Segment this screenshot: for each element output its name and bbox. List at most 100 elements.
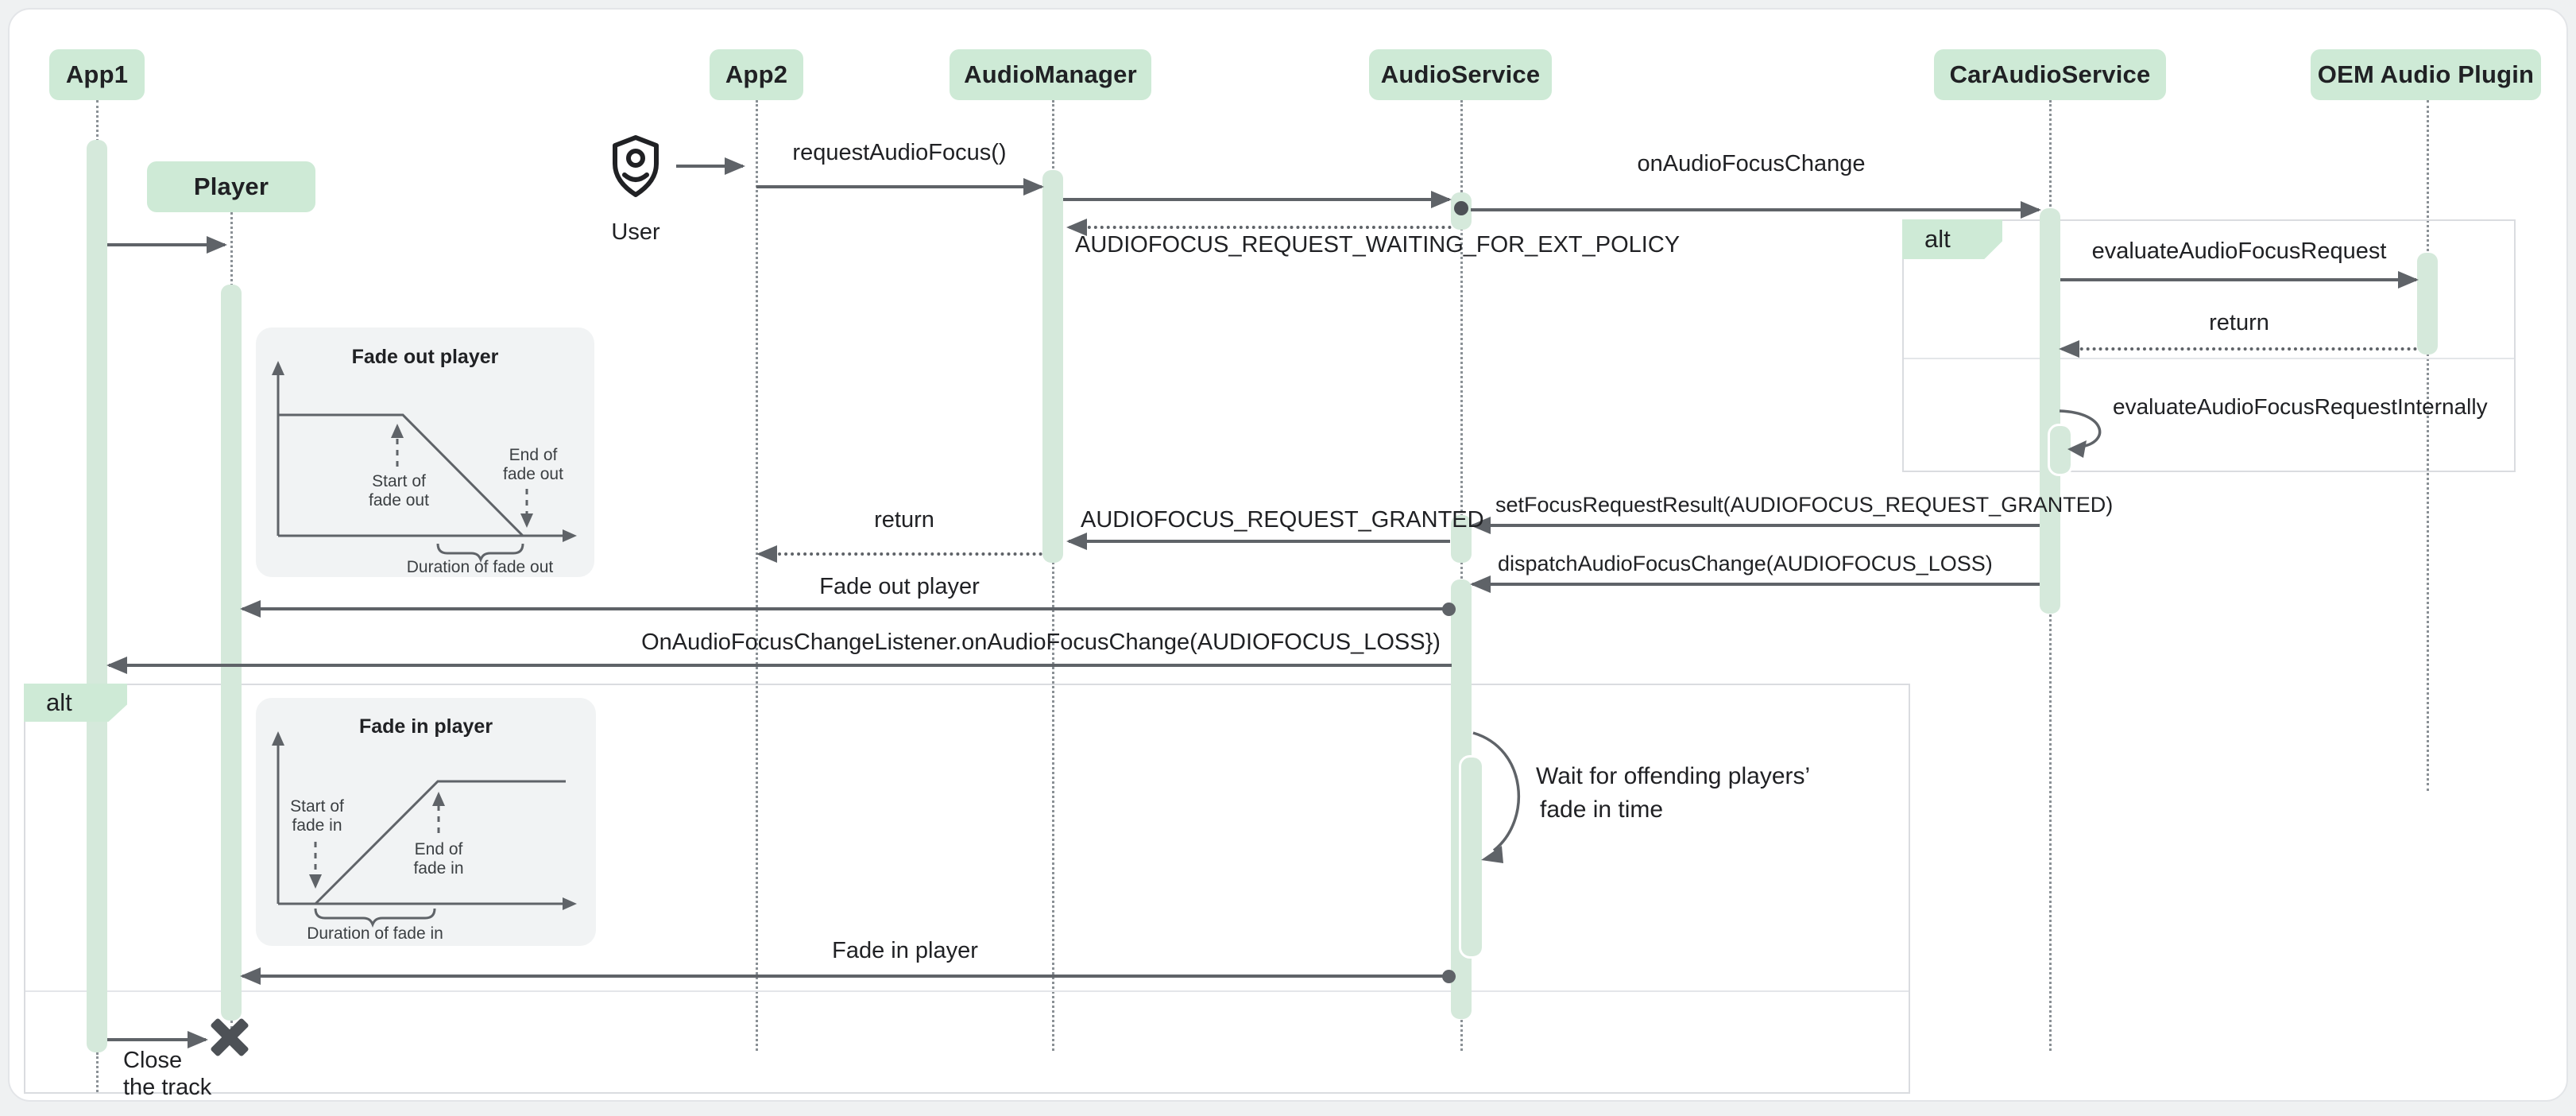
y-axis-arrow-icon (272, 361, 284, 375)
arrowhead-icon (106, 657, 127, 674)
lifeline-app2 (756, 100, 758, 1051)
duration-brace (436, 543, 524, 564)
participant-player: Player (147, 161, 315, 212)
msg-user-app2 (676, 157, 745, 175)
alt-label: alt (46, 688, 72, 716)
label-granted: AUDIOFOCUS_REQUEST_GRANTED (1081, 507, 1484, 533)
start-fade-out-arrow-icon (391, 424, 404, 438)
msg-listener-loss (106, 657, 1452, 674)
user-shield-person-icon (613, 135, 659, 197)
alt-label: alt (1924, 225, 1951, 253)
msg-evaluate (2060, 271, 2419, 289)
found-message-dot (1454, 201, 1468, 215)
fade-out-inset-chart: Fade out player Start of fade out End of… (256, 327, 594, 577)
msg-dispatch (1470, 575, 2040, 593)
self-message-evaluate-internal (2059, 409, 2102, 458)
start-fade-in-arrow-icon (309, 874, 322, 889)
lifeline-audiomanager (1052, 100, 1054, 1051)
msg-audiomanager-audioservice (1063, 191, 1452, 208)
fade-out-start-label-2: fade out (369, 491, 429, 510)
arrowhead-icon (756, 545, 777, 563)
arrowhead-icon (1066, 533, 1087, 550)
msg-close-track (107, 1031, 208, 1048)
arrowhead-icon (2059, 340, 2079, 358)
fade-in-start-label-2: fade in (292, 816, 342, 835)
label-evaluate: evaluateAudioFocusRequest (2091, 238, 2387, 264)
x-axis-arrow-icon (563, 897, 577, 910)
activation-app1 (87, 140, 107, 1052)
label-return-oem: return (2209, 310, 2269, 335)
label-fade-in-player: Fade in player (832, 938, 978, 963)
fade-out-end-label-1: End of (509, 446, 558, 464)
participant-audioservice: AudioService (1369, 49, 1552, 100)
arrowhead-icon (1481, 846, 1503, 863)
activation-audioservice-2 (1451, 515, 1472, 563)
alt-operator-oem: alt (1902, 219, 2002, 259)
alt-operator-fadein: alt (24, 684, 127, 722)
fade-in-curve (314, 780, 566, 905)
alt-frame-fadein-divider (25, 990, 1909, 992)
fade-in-end-label-1: End of (415, 840, 463, 858)
arrowhead-icon (1470, 517, 1491, 534)
label-set-focus-result: setFocusRequestResult(AUDIOFOCUS_REQUEST… (1495, 493, 2114, 517)
participant-caraudioservice: CarAudioService (1934, 49, 2166, 100)
duration-brace (314, 908, 436, 928)
activation-caraudioservice (2040, 208, 2060, 614)
alt-frame-oem (1902, 219, 2516, 472)
msg-waiting-return (1066, 219, 1452, 236)
lifeline-audioservice (1460, 100, 1463, 1051)
fade-in-inset-chart: Fade in player Start of fade in End of f… (256, 698, 596, 946)
fade-out-duration-label: Duration of fade out (407, 558, 554, 576)
activation-audioservice-nested (1459, 755, 1484, 959)
fade-in-end-label-2: fade in (413, 859, 463, 878)
msg-set-focus-result (1470, 517, 2040, 534)
label-request-audio-focus: requestAudioFocus() (792, 140, 1007, 165)
arrowhead-icon (1431, 191, 1452, 208)
alt-frame-fadein (24, 684, 1910, 1094)
participant-app1: App1 (49, 49, 145, 100)
label-wait-note-1: Wait for offending players’ (1536, 763, 1811, 789)
msg-fade-out-player (240, 600, 1456, 618)
activation-oem (2417, 253, 2438, 355)
lifeline-player (230, 212, 233, 286)
arrowhead-icon (2398, 271, 2419, 289)
msg-fade-in-player (240, 967, 1456, 985)
label-on-audio-focus-change: onAudioFocusChange (1637, 151, 1866, 176)
arrowhead-icon (725, 157, 745, 175)
arrowhead-icon (2067, 440, 2087, 458)
msg-granted (1066, 533, 1450, 550)
msg-return-app2 (756, 545, 1042, 563)
label-evaluate-internal: evaluateAudioFocusRequestInternally (2113, 394, 2488, 419)
label-close-track-1: Close (123, 1048, 183, 1073)
user-label: User (611, 219, 660, 245)
fade-in-start-label-1: Start of (290, 797, 344, 816)
fade-out-start-label-1: Start of (372, 472, 426, 490)
y-axis-arrow-icon (272, 731, 284, 746)
msg-on-audio-focus-change (1471, 201, 2041, 219)
arrowhead-icon (240, 967, 261, 985)
activation-caraudioservice-nested (2048, 424, 2073, 476)
label-close-track-2: the track (123, 1075, 212, 1100)
destroy-x-icon (209, 1017, 250, 1058)
activation-player (221, 285, 242, 1021)
fade-in-title: Fade in player (359, 715, 493, 738)
label-listener-loss: OnAudioFocusChangeListener.onAudioFocusC… (641, 630, 1441, 655)
label-wait-note-2: fade in time (1540, 796, 1664, 823)
fade-out-curve (278, 413, 524, 537)
message-origin-dot (1442, 970, 1456, 983)
arrowhead-icon (188, 1031, 208, 1048)
lifeline-oem (2427, 100, 2429, 791)
end-fade-out-arrow-icon (520, 513, 533, 528)
label-dispatch: dispatchAudioFocusChange(AUDIOFOCUS_LOSS… (1498, 552, 1993, 575)
lifeline-app1-bottom (96, 1052, 99, 1092)
participant-app2: App2 (710, 49, 803, 100)
participant-audiomanager: AudioManager (950, 49, 1151, 100)
x-axis-arrow-icon (563, 529, 577, 542)
label-return-app2: return (874, 507, 934, 533)
participant-oem-audio-plugin: OEM Audio Plugin (2311, 49, 2541, 100)
end-fade-in-arrow-icon (432, 792, 445, 806)
fade-in-duration-label: Duration of fade in (307, 924, 443, 943)
activation-audiomanager (1042, 170, 1063, 563)
fade-out-title: Fade out player (352, 346, 499, 368)
